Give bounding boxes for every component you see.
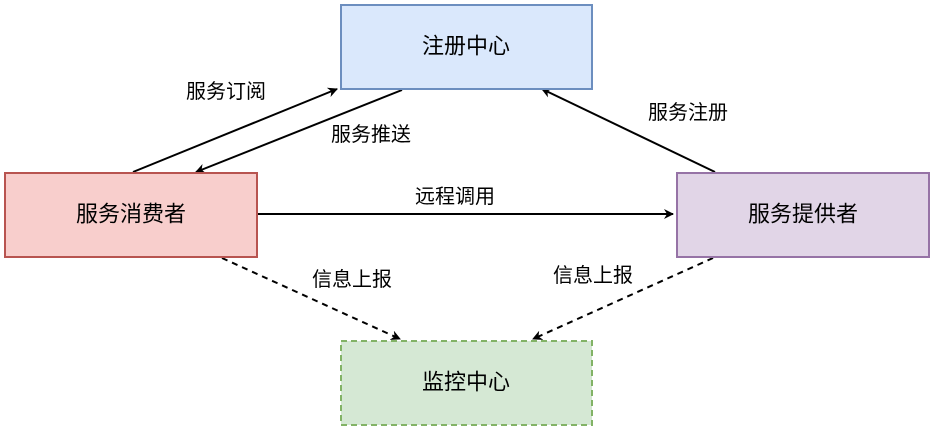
provider-label: 服务提供者 (748, 203, 858, 228)
consumer-label: 服务消费者 (76, 203, 186, 228)
monitor-node: 监控中心 (340, 340, 593, 426)
edge-subscribe (132, 87, 338, 173)
registry-label: 注册中心 (422, 35, 510, 60)
edge-register (541, 88, 716, 173)
edge-push (195, 89, 403, 174)
registry-box (340, 4, 593, 90)
provider-box (676, 172, 930, 258)
monitor-label: 监控中心 (422, 371, 510, 396)
consumer-node: 服务消费者 (4, 172, 258, 258)
registry-node: 注册中心 (340, 4, 593, 90)
consumer-report-label: 信息上报 (312, 267, 392, 291)
register-label: 服务注册 (648, 100, 728, 124)
consumer-box (4, 172, 258, 258)
provider-node: 服务提供者 (676, 172, 930, 258)
remote-call-label: 远程调用 (415, 184, 495, 208)
subscribe-label: 服务订阅 (186, 79, 266, 103)
push-label: 服务推送 (331, 122, 411, 146)
provider-report-label: 信息上报 (553, 263, 633, 287)
monitor-box (340, 340, 593, 426)
